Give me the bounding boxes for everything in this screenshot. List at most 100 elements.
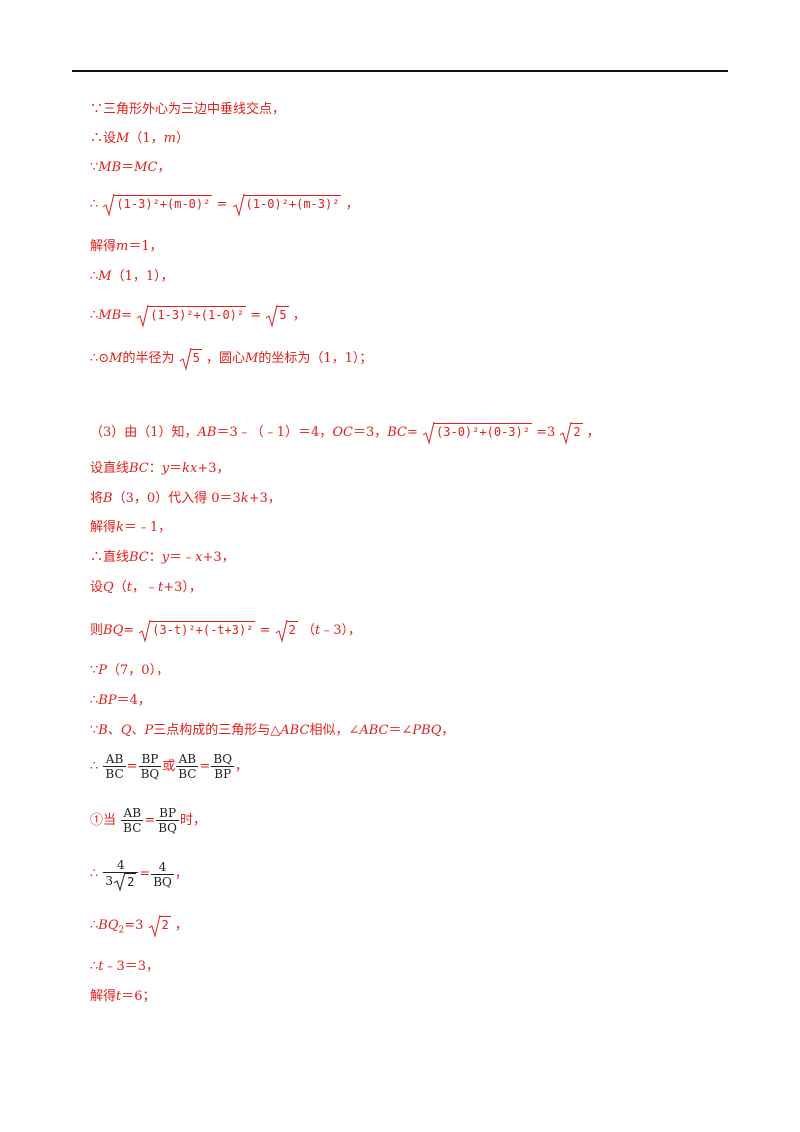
text: ） [175, 131, 189, 146]
text: ，圆心 [206, 351, 246, 366]
var: P [144, 723, 154, 738]
text: ∴ [90, 308, 99, 323]
text: = [144, 813, 156, 828]
text: = [121, 308, 133, 323]
denominator: BQ [153, 874, 172, 889]
var: k [116, 520, 124, 535]
line-3: ∵MB＝MC， [90, 159, 170, 177]
text: ∴⊙ [90, 351, 110, 366]
var: PBQ [412, 723, 442, 738]
text: +3， [197, 461, 230, 476]
text: ∴ [90, 693, 99, 708]
text: ∴ [90, 866, 99, 882]
denominator: BQ [140, 767, 160, 781]
var: Q [103, 580, 114, 595]
var: t [126, 580, 132, 595]
line-7: ∴MB= (1-3)²+(1-0)² = 5 ， [90, 304, 306, 328]
var: BC [387, 425, 407, 440]
text: ＝4， [116, 693, 151, 708]
text: ， [586, 425, 600, 440]
text: ， [157, 160, 171, 175]
numerator: 4 [103, 858, 139, 873]
radicand: (1-3)²+(1-0)² [148, 306, 247, 322]
var: t [315, 623, 321, 638]
var: BQ [98, 918, 119, 933]
line-9: （3）由（1）知，AB＝3﹣（﹣1）＝4，OC＝3，BC= (3-0)²+(0-… [90, 421, 600, 445]
radical: (1-3)²+(m-0)² [102, 193, 213, 217]
text: 解得 [90, 239, 117, 254]
line-1: ∵三角形外心为三边中垂线交点， [90, 101, 285, 119]
var: B [98, 723, 108, 738]
radicand: (1-3)²+(m-0)² [114, 195, 213, 211]
text: ＝﹣1， [123, 520, 172, 535]
text: 的半径为 [122, 351, 175, 366]
sqrt-sign-icon [422, 421, 435, 445]
text: 解得 [90, 520, 117, 535]
var: AB [197, 425, 217, 440]
radical: (3-t)²+(-t+3)² [138, 619, 256, 643]
var: t [157, 580, 164, 595]
text: （3）由（1）知， [90, 425, 198, 440]
var: B [103, 491, 113, 506]
var: M [98, 269, 112, 284]
var: m [116, 239, 129, 254]
line-8: ∴⊙M的半径为 5 ，圆心M的坐标为（1，1）； [90, 347, 372, 371]
line-4: ∴ (1-3)²+(m-0)² = (1-0)²+(m-3)² ， [90, 193, 359, 217]
line-24: 解得t＝6； [90, 988, 156, 1006]
var: m [163, 131, 176, 146]
radical: 2 [559, 421, 583, 445]
var: P [98, 663, 108, 678]
radicand: 5 [190, 349, 202, 365]
var: MB [98, 308, 122, 323]
sqrt-sign-icon [179, 347, 192, 371]
text: ＝∠ [388, 723, 413, 738]
line-11: 将B（3，0）代入得 0＝3k+3， [90, 490, 281, 508]
text: （3，0）代入得 0＝3 [112, 491, 241, 506]
sqrt-sign-icon [232, 193, 245, 217]
text: （7，0）， [107, 663, 170, 678]
radical: 5 [179, 347, 202, 371]
line-13: ∴直线BC：y＝﹣x+3， [90, 549, 235, 567]
text: ， [235, 759, 249, 774]
sqrt-sign-icon [266, 304, 278, 328]
sqrt-sign-icon [136, 304, 149, 328]
radicand: 2 [125, 873, 137, 889]
text: （ [113, 580, 127, 595]
denominator: BP [214, 767, 232, 781]
radical: 5 [265, 304, 289, 328]
text: 或 [162, 759, 176, 774]
text: ①当 [90, 813, 117, 828]
text: ∵ [90, 160, 99, 175]
text: ， [174, 918, 188, 933]
numerator: AB [103, 752, 126, 767]
denominator: BC [105, 767, 124, 781]
text: ∴设 [90, 131, 117, 146]
text: （1， [129, 131, 164, 146]
radicand: 2 [159, 916, 171, 932]
numerator: AB [176, 752, 199, 767]
line-5: 解得m＝1， [90, 238, 163, 256]
line-15: 则BQ= (3-t)²+(-t+3)² = 2 （t﹣3）， [90, 619, 361, 643]
text: 则 [90, 623, 104, 638]
var: BC [129, 461, 149, 476]
numerator: 4 [151, 860, 174, 875]
sqrt-sign-icon [103, 193, 115, 217]
text: ＝ [121, 160, 135, 175]
line-2: ∴设M（1，m） [90, 130, 189, 148]
line-10: 设直线BC：y＝kx+3， [90, 460, 230, 478]
line-6: ∴M（1，1）， [90, 268, 174, 286]
line-17: ∴BP＝4， [90, 692, 151, 710]
radical: (1-0)²+(m-3)² [232, 193, 342, 217]
radicand: 5 [277, 306, 289, 322]
text: ， [174, 866, 188, 882]
numerator: AB [121, 806, 144, 821]
header-rule [72, 70, 728, 72]
var: M [109, 351, 123, 366]
var: BP [98, 693, 117, 708]
radical: (1-3)²+(1-0)² [136, 304, 247, 328]
numerator: BQ [211, 752, 235, 767]
